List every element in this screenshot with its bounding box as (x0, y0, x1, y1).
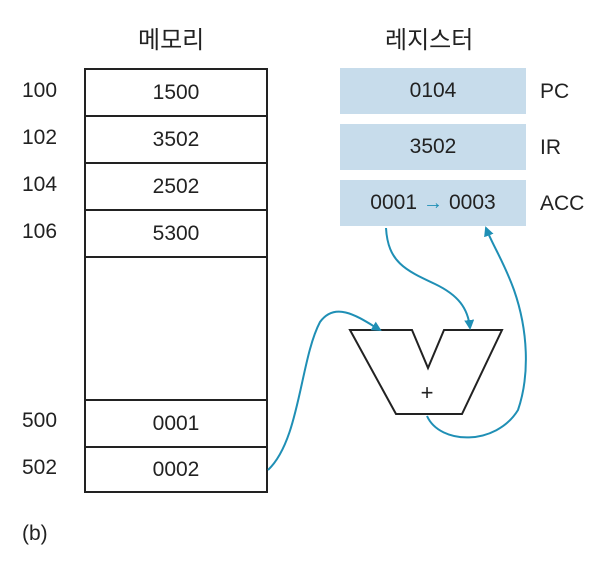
right-arrow-icon: → (423, 191, 443, 214)
memory-cell-gap (84, 256, 268, 399)
register-acc-value-before: 0001 (370, 191, 417, 214)
memory-address-502: 502 (22, 456, 58, 479)
register-acc-value-after: 0003 (449, 191, 496, 214)
memory-address-500: 500 (22, 409, 58, 432)
memory-address-104: 104 (22, 173, 58, 196)
register-acc-box: 0001 → 0003 (340, 180, 526, 226)
register-ir-box: 3502 (340, 124, 526, 170)
register-pc-value: 0104 (409, 79, 457, 102)
memory-cell-102: 3502 (84, 115, 268, 162)
arrow-memory-to-alu (267, 310, 382, 471)
figure-caption: (b) (22, 522, 48, 545)
memory-cell-100: 1500 (84, 68, 268, 115)
memory-value-104: 2502 (152, 174, 200, 198)
memory-address-100: 100 (22, 79, 58, 102)
memory-title: 메모리 (138, 26, 205, 54)
arrow-acc-to-alu (385, 227, 475, 330)
memory-cell-104: 2502 (84, 162, 268, 209)
alu-shape (348, 329, 504, 415)
memory-address-106: 106 (22, 220, 58, 243)
memory-cell-106: 5300 (84, 209, 268, 256)
registers-title: 레지스터 (385, 26, 474, 54)
memory-address-102: 102 (22, 126, 58, 149)
alu-operator: + (421, 380, 434, 405)
memory-value-100: 1500 (152, 80, 200, 104)
register-pc-box: 0104 (340, 68, 526, 114)
memory-value-102: 3502 (152, 127, 200, 151)
register-ir-value: 3502 (409, 135, 457, 158)
register-ir-label: IR (540, 136, 561, 159)
register-pc-label: PC (540, 80, 570, 103)
register-acc-label: ACC (540, 192, 585, 215)
memory-value-500: 0001 (152, 411, 200, 435)
arrow-alu-to-acc (426, 226, 527, 439)
memory-cell-500: 0001 (84, 399, 268, 446)
memory-cell-502: 0002 (84, 446, 268, 493)
memory-value-106: 5300 (152, 221, 200, 245)
memory-value-502: 0002 (152, 457, 200, 481)
